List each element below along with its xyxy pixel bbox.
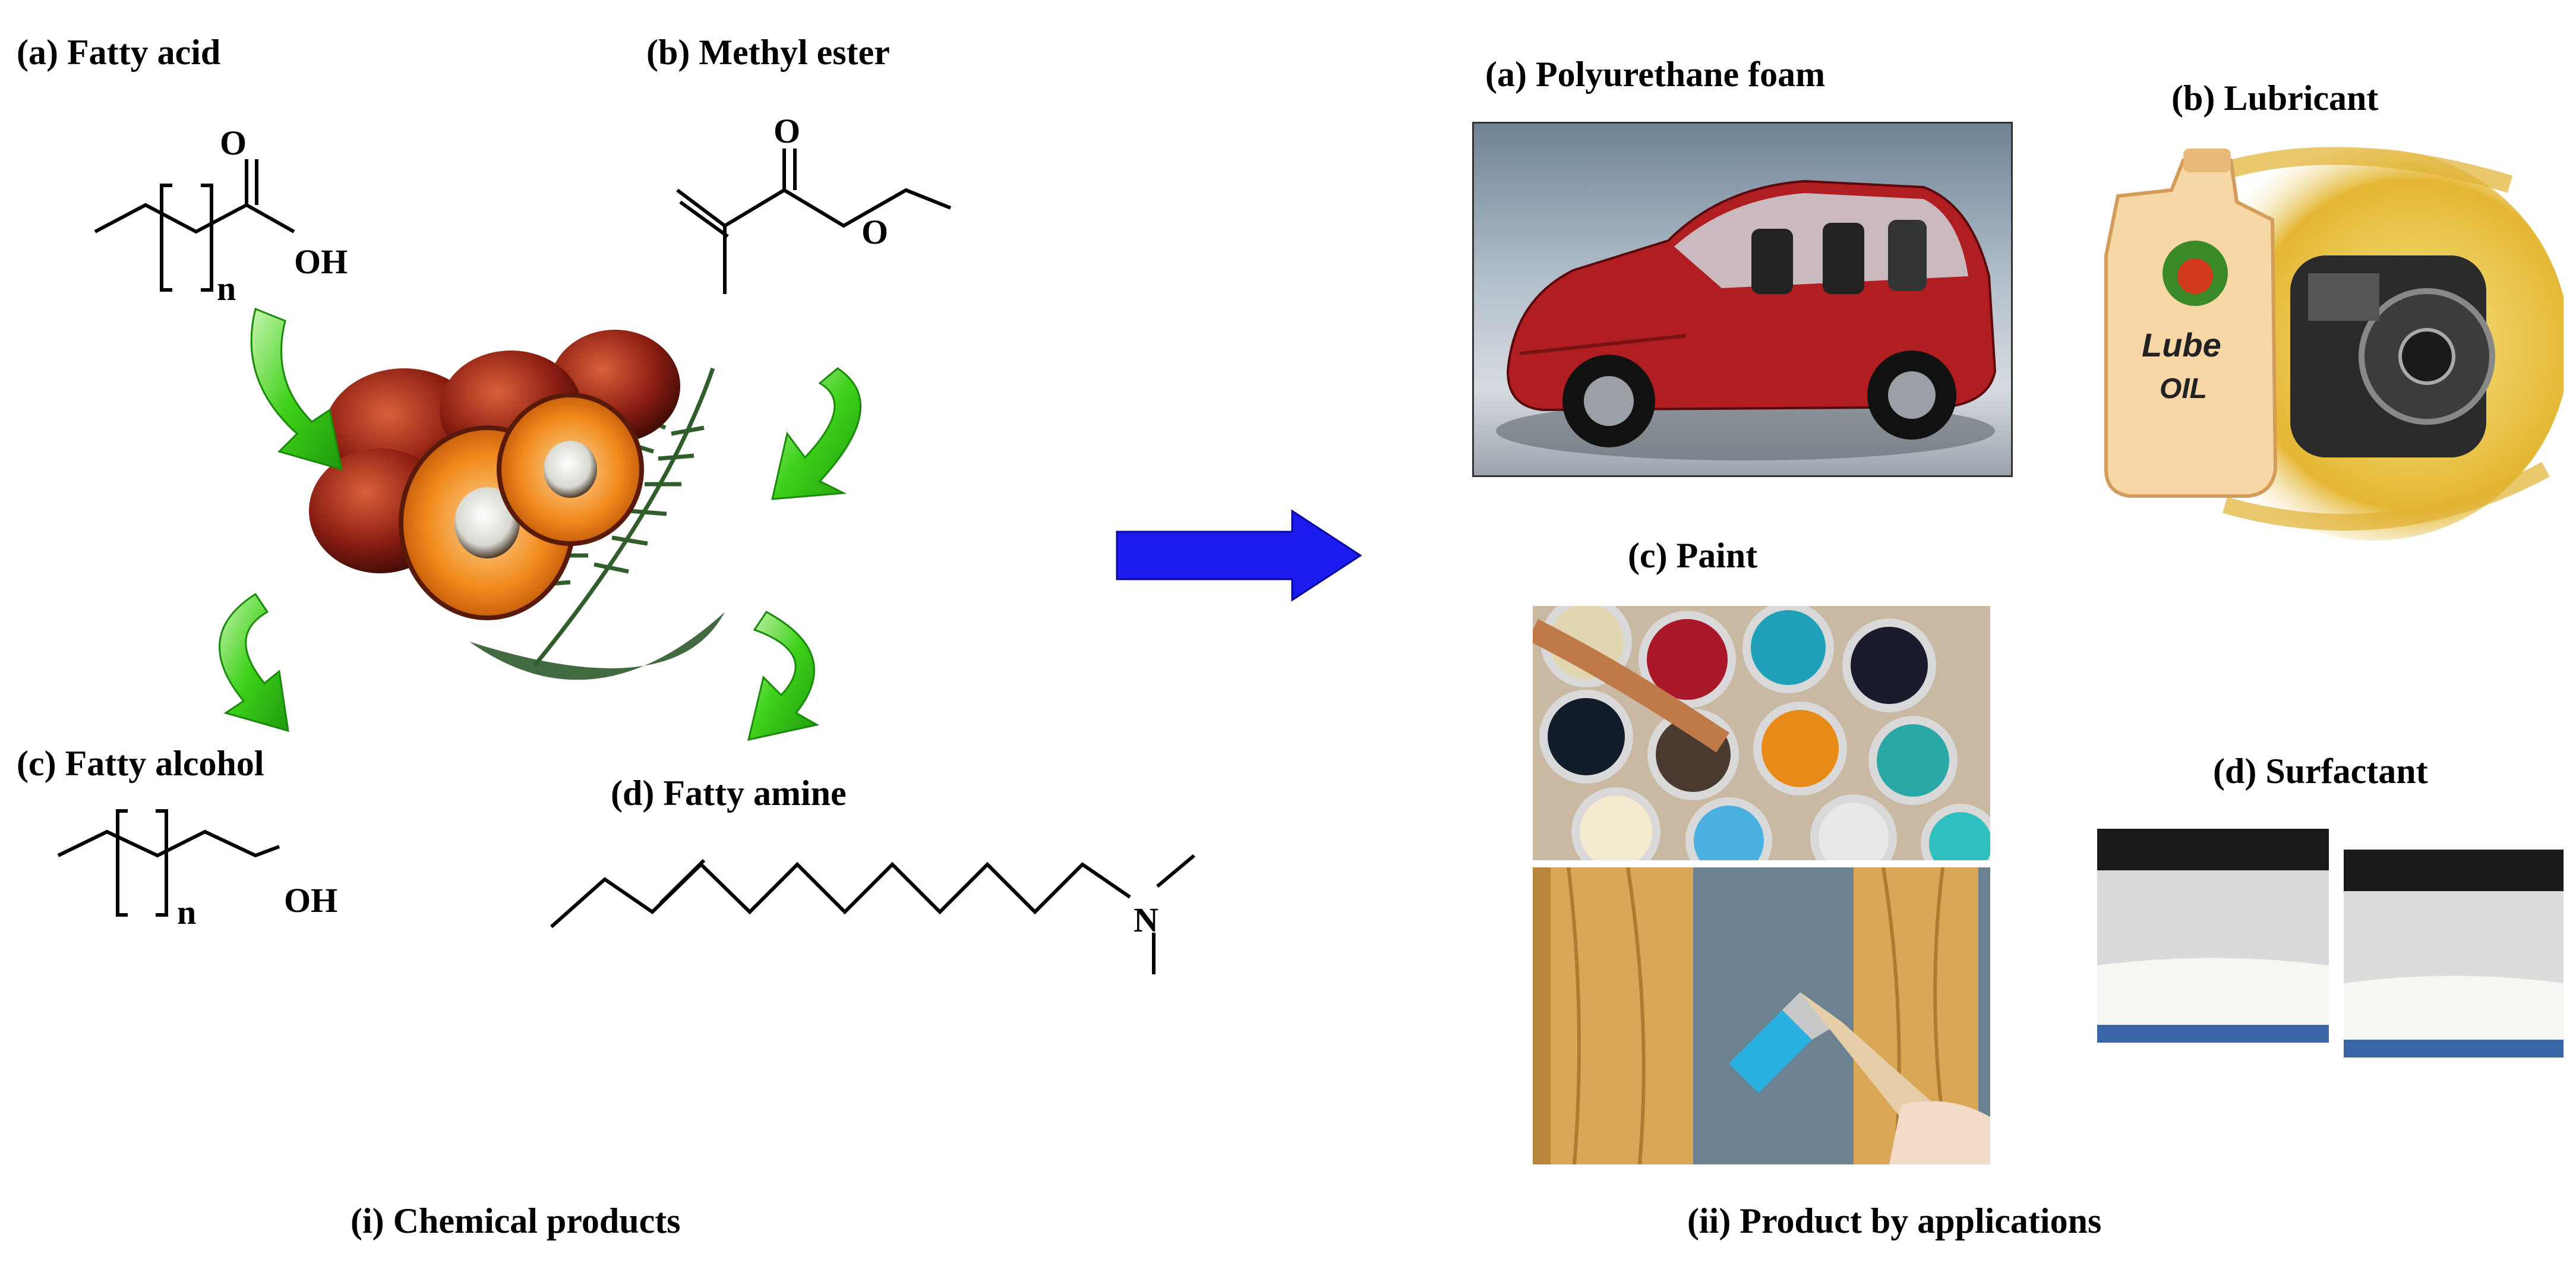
fatty-acid-oxygen: O — [220, 124, 247, 162]
methyl-ester-carbonyl-oxygen: O — [774, 112, 800, 150]
fatty-acid-structure — [94, 159, 295, 292]
cycle-arrows — [219, 307, 862, 741]
paint-cans-photo — [1533, 606, 1990, 860]
surfactant-jar-left-photo — [2097, 829, 2329, 1043]
label-paint: (c) Paint — [1628, 536, 1758, 575]
fatty-amine-structure — [550, 854, 1195, 974]
methyl-ester-structure — [676, 149, 952, 294]
paint-brush-wood-photo — [1533, 867, 1990, 1164]
caption-product-applications: (ii) Product by applications — [1687, 1201, 2102, 1240]
chemical-products-diagram: O OH n O O OH n N — [57, 112, 1362, 974]
bottle-label-oil: OIL — [2160, 373, 2207, 405]
main-blue-arrow-icon — [1116, 509, 1362, 602]
surfactant-jar-right-photo — [2344, 850, 2564, 1058]
fatty-acid-repeat-n: n — [217, 269, 236, 308]
caption-chemical-products: (i) Chemical products — [351, 1201, 681, 1240]
label-fatty-amine: (d) Fatty amine — [611, 774, 847, 813]
methyl-ester-ether-oxygen: O — [861, 213, 888, 251]
label-lubricant: (b) Lubricant — [2171, 78, 2379, 118]
fatty-alcohol-hydroxyl: OH — [284, 881, 337, 920]
polyurethane-foam-photo — [1472, 122, 2013, 477]
label-polyurethane-foam: (a) Polyurethane foam — [1485, 55, 1826, 94]
arrow-palm-to-alcohol-icon — [219, 592, 289, 733]
fatty-alcohol-repeat-n: n — [177, 893, 196, 932]
palm-fruit-illustration — [309, 330, 725, 680]
lubricant-photo: Lube OIL — [2094, 137, 2564, 547]
label-fatty-acid: (a) Fatty acid — [17, 33, 221, 72]
arrow-palm-to-ester-icon — [771, 367, 862, 500]
bottle-label-lube: Lube — [2142, 326, 2221, 364]
label-fatty-alcohol: (c) Fatty alcohol — [17, 744, 264, 783]
fatty-amine-nitrogen: N — [1134, 901, 1158, 939]
label-surfactant: (d) Surfactant — [2213, 752, 2428, 791]
arrow-acid-to-palm-icon — [250, 307, 343, 471]
fatty-alcohol-structure — [57, 809, 280, 917]
label-methyl-ester: (b) Methyl ester — [646, 33, 890, 72]
arrow-palm-to-amine-icon — [747, 611, 820, 741]
fatty-acid-hydroxyl: OH — [294, 242, 348, 281]
